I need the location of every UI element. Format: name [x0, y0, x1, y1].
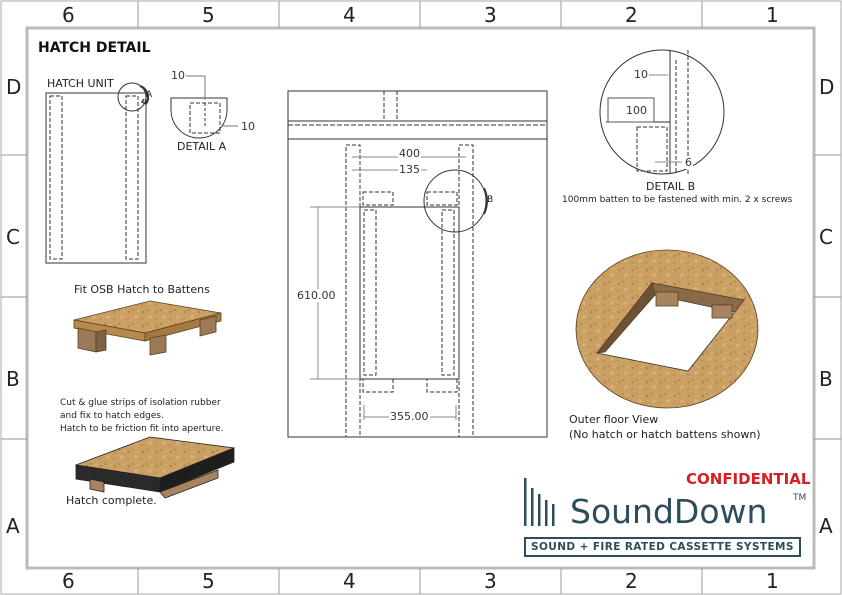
zone-top-1: 1 — [766, 3, 779, 27]
zone-left-b: B — [6, 367, 20, 391]
detail-a-label: DETAIL A — [177, 140, 227, 153]
zone-bottom-2: 2 — [625, 569, 638, 593]
glue-caption-line3: Hatch to be friction fit into aperture. — [60, 424, 224, 434]
zone-right-b: B — [819, 367, 833, 391]
outer-view-caption-line2: (No hatch or hatch battens shown) — [569, 428, 761, 441]
brand-name: SoundDown — [570, 492, 768, 531]
glue-caption-line2: and fix to hatch edges. — [60, 411, 164, 421]
zone-right-a: A — [819, 514, 833, 538]
zone-right-c: C — [819, 225, 833, 249]
zone-top-3: 3 — [484, 3, 497, 27]
brand-trademark: TM — [793, 493, 807, 503]
detail-b-label: DETAIL B — [646, 180, 696, 193]
zone-top-5: 5 — [202, 3, 215, 27]
zone-top-4: 4 — [343, 3, 356, 27]
confidential-label: CONFIDENTIAL — [686, 470, 811, 488]
zone-left-d: D — [6, 75, 22, 99]
detail-b-dim-top: 10 — [633, 68, 649, 81]
zone-left-c: C — [6, 225, 20, 249]
osb-hatch-fit-illustration — [73, 300, 222, 356]
outer-view-caption-line1: Outer floor View — [569, 413, 659, 426]
glue-caption-line1: Cut & glue strips of isolation rubber — [60, 398, 221, 408]
fit-hatch-caption: Fit OSB Hatch to Battens — [74, 283, 210, 296]
detail-a-dim-right: 10 — [240, 120, 256, 133]
brand-tagline: SOUND + FIRE RATED CASSETTE SYSTEMS — [524, 537, 801, 557]
zone-top-2: 2 — [625, 3, 638, 27]
hatch-unit-drawing — [45, 82, 149, 264]
zone-bottom-1: 1 — [766, 569, 779, 593]
detail-b-drawing — [599, 49, 725, 175]
outer-floor-view-illustration — [575, 249, 759, 409]
detail-a-callout: A — [146, 90, 153, 100]
detail-b-callout: B — [487, 195, 494, 205]
detail-a-dim-top: 10 — [170, 69, 186, 82]
zone-bottom-4: 4 — [343, 569, 356, 593]
zone-top-6: 6 — [62, 3, 75, 27]
detail-b-dim-mid: 100 — [625, 104, 648, 117]
zone-right-d: D — [819, 75, 835, 99]
plan-dim-135: 135 — [398, 163, 421, 176]
zone-left-a: A — [6, 514, 20, 538]
hatch-unit-label: HATCH UNIT — [47, 77, 114, 90]
zone-bottom-3: 3 — [484, 569, 497, 593]
plan-dim-355: 355.00 — [389, 410, 430, 423]
hatch-complete-illustration — [74, 436, 236, 499]
sounddown-logo-bars — [524, 478, 555, 526]
zone-bottom-6: 6 — [62, 569, 75, 593]
hatch-plan-view — [287, 90, 548, 438]
plan-dim-400: 400 — [398, 147, 421, 160]
plan-dim-610: 610.00 — [296, 289, 337, 302]
detail-b-note: 100mm batten to be fastened with min. 2 … — [562, 195, 793, 205]
detail-a-drawing — [170, 75, 238, 139]
detail-b-dim-bottom: 6 — [684, 156, 693, 169]
zone-bottom-5: 5 — [202, 569, 215, 593]
hatch-complete-caption: Hatch complete. — [66, 494, 157, 507]
drawing-title: HATCH DETAIL — [38, 40, 151, 56]
